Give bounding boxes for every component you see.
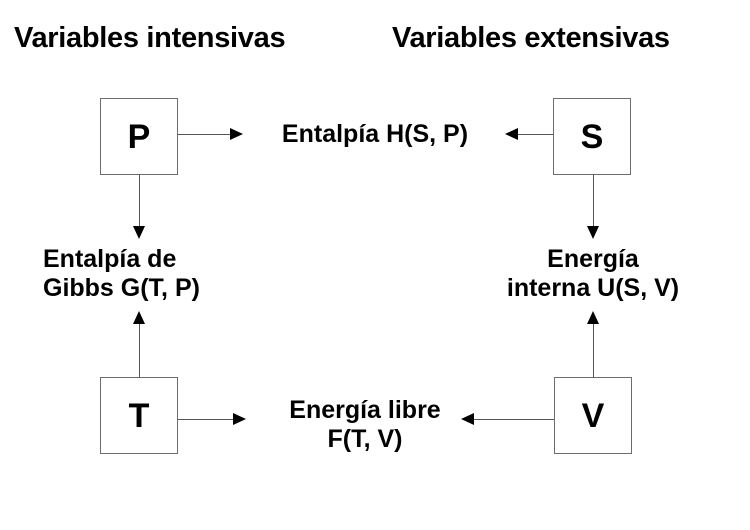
potential-label-internal-energy: Energía interna U(S, V) bbox=[470, 245, 716, 303]
variable-label-volume: V bbox=[581, 396, 605, 435]
heading-intensive-variables: Variables intensivas bbox=[14, 22, 286, 54]
connector-line-volume-to-internal-energy bbox=[593, 324, 594, 377]
potential-label-internal-line-1: Energía bbox=[547, 245, 639, 273]
connector-line-pressure-to-enthalpy bbox=[178, 134, 233, 135]
arrow-head-entropy-to-enthalpy bbox=[505, 127, 518, 140]
variable-box-pressure[interactable]: P bbox=[100, 98, 178, 175]
variable-label-pressure: P bbox=[127, 117, 151, 156]
variable-box-temperature[interactable]: T bbox=[100, 377, 178, 454]
potential-label-gibbs-free-energy: Entalpía de Gibbs G(T, P) bbox=[43, 245, 273, 303]
connector-line-volume-to-free-energy bbox=[473, 419, 554, 420]
variable-label-temperature: T bbox=[128, 396, 150, 435]
variable-box-entropy[interactable]: S bbox=[553, 98, 631, 175]
arrow-head-pressure-to-enthalpy bbox=[230, 127, 243, 140]
arrow-head-temperature-to-gibbs bbox=[132, 311, 145, 324]
potential-label-helmholtz-free-energy: Energía libre F(T, V) bbox=[243, 396, 487, 454]
potential-label-free-line-1: Energía libre bbox=[289, 396, 441, 424]
connector-line-entropy-to-internal-energy bbox=[593, 175, 594, 227]
variable-box-volume[interactable]: V bbox=[554, 377, 632, 454]
arrow-head-volume-to-internal-energy bbox=[586, 311, 599, 324]
connector-line-entropy-to-enthalpy bbox=[518, 134, 553, 135]
potential-label-free-line-2: F(T, V) bbox=[327, 425, 403, 453]
potential-label-internal-line-2: interna U(S, V) bbox=[506, 274, 680, 302]
connector-line-temperature-to-free-energy bbox=[178, 419, 236, 420]
arrow-head-temperature-to-free-energy bbox=[233, 412, 246, 425]
variable-label-entropy: S bbox=[580, 117, 604, 156]
arrow-head-entropy-to-internal-energy bbox=[586, 226, 599, 239]
connector-line-temperature-to-gibbs bbox=[139, 324, 140, 377]
arrow-head-volume-to-free-energy bbox=[461, 412, 474, 425]
heading-extensive-variables: Variables extensivas bbox=[392, 22, 670, 54]
potential-label-enthalpy: Entalpía H(S, P) bbox=[281, 120, 469, 148]
connector-line-pressure-to-gibbs bbox=[139, 175, 140, 227]
potential-label-gibbs-line-1: Entalpía de bbox=[43, 245, 177, 273]
potential-label-gibbs-line-2: Gibbs G(T, P) bbox=[43, 274, 200, 302]
arrow-head-pressure-to-gibbs bbox=[132, 226, 145, 239]
